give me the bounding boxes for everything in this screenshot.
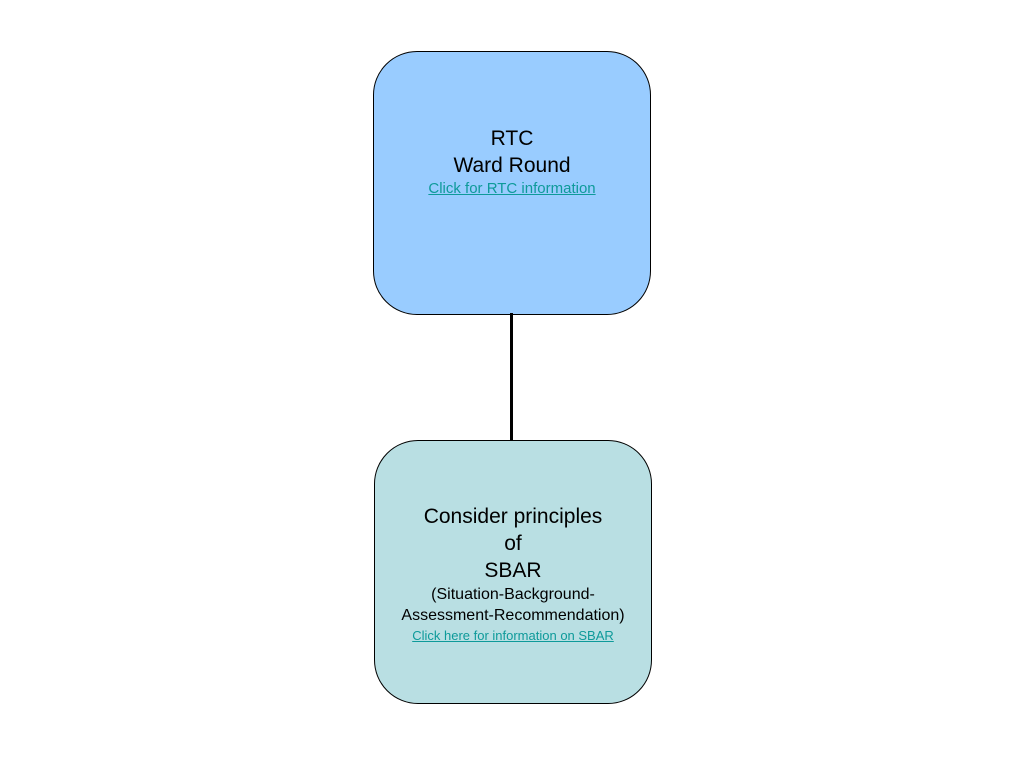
sbar-box: Consider principles of SBAR (Situation-B… [374,440,652,704]
rtc-ward-round-box: RTC Ward Round Click for RTC information [373,51,651,315]
ward-round-title: Ward Round [453,154,571,177]
sbar-box-content: Consider principles of SBAR (Situation-B… [375,503,651,646]
of-text: of [504,532,522,555]
rtc-title: RTC [490,127,534,150]
sbar-title: SBAR [484,559,542,582]
connector-line [510,313,513,441]
rtc-box-content: RTC Ward Round Click for RTC information [374,125,650,199]
sbar-expansion-line2: Assessment-Recommendation) [401,607,625,624]
consider-principles-text: Consider principles [423,505,603,528]
rtc-information-link[interactable]: Click for RTC information [428,180,596,197]
sbar-expansion-line1: (Situation-Background- [431,586,595,603]
sbar-information-link[interactable]: Click here for information on SBAR [412,628,614,643]
